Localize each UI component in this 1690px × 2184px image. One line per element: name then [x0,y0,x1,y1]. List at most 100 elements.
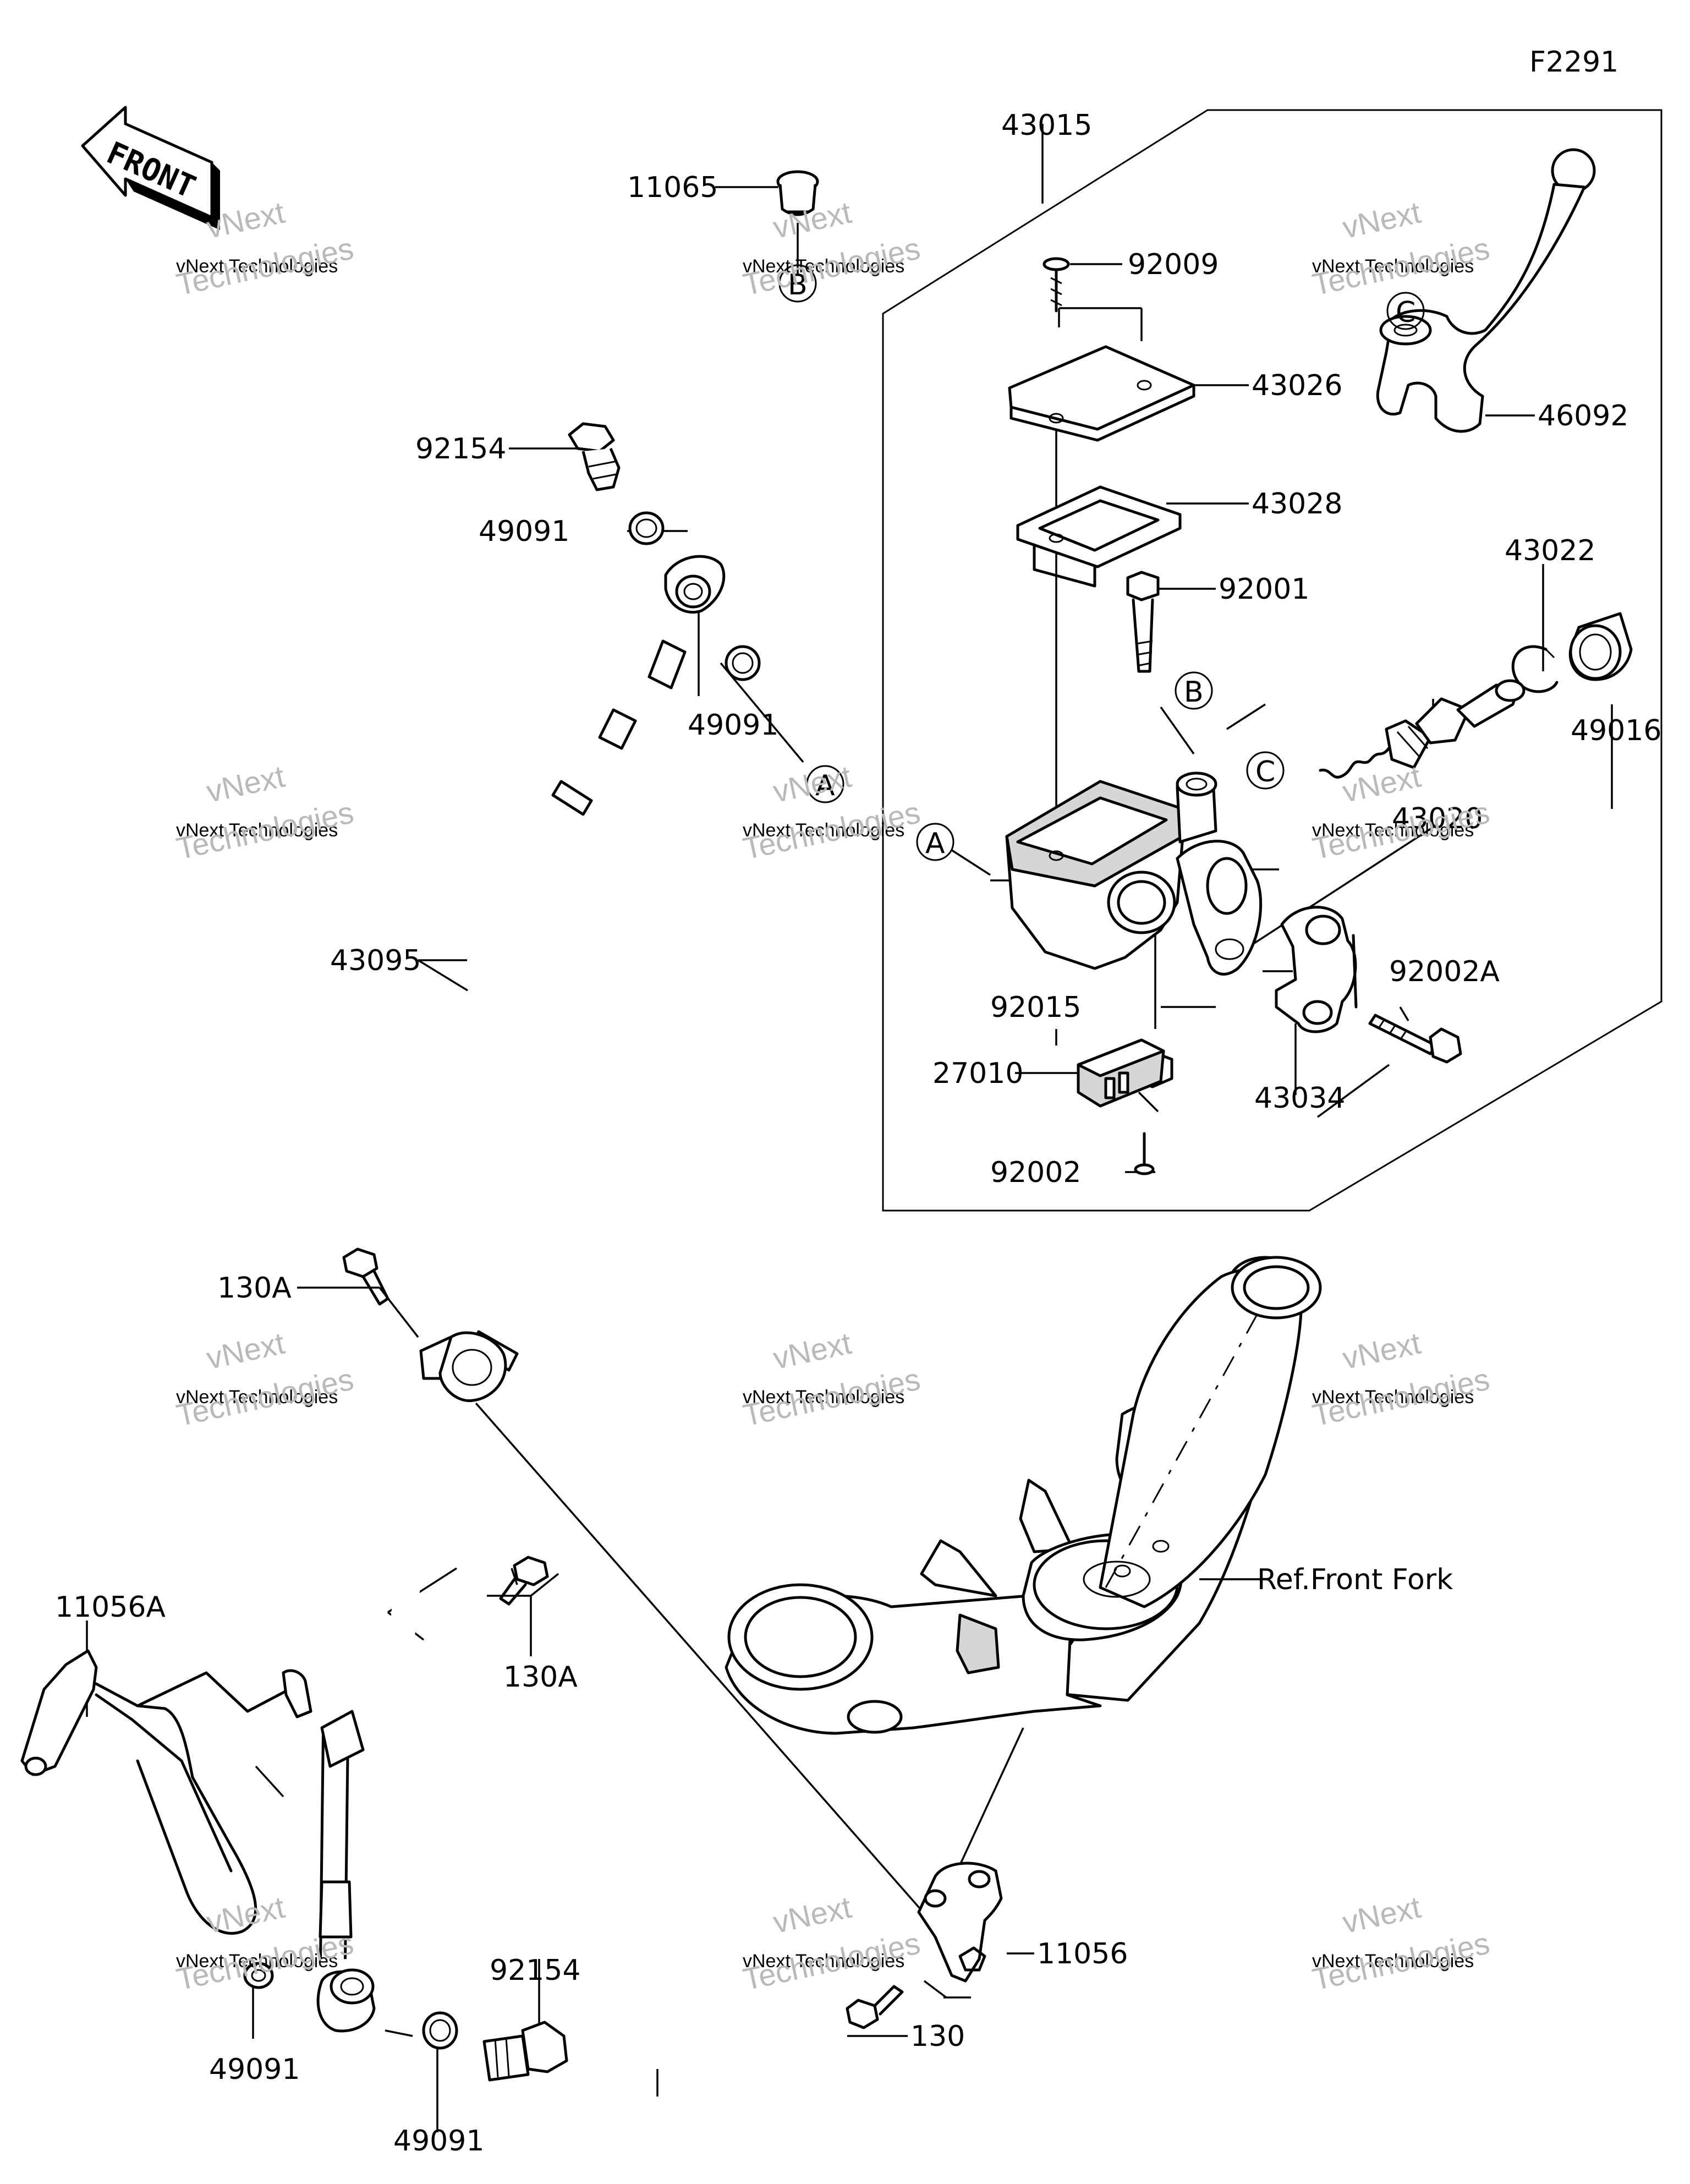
part-washer-49091-bl [243,1962,274,1989]
svg-text:vNext: vNext [204,1326,288,1376]
ref-marker-c-lever: C [1386,292,1425,330]
watermark: vNext vNext Technologies Technologies [740,1890,923,1997]
label-43015: 43015 [1001,109,1092,142]
part-bolt-92154-bot [482,2021,568,2082]
part-bolt-92002A [1368,1014,1462,1064]
watermark: vNext vNext Technologies Technologies [740,195,923,302]
part-holder-43034 [1275,906,1358,1033]
ref-marker-b-top-label: B [788,269,808,302]
svg-text:vNext: vNext [204,759,288,809]
part-bracket-clamp [419,1331,507,1402]
svg-text:vNext: vNext [770,1326,855,1376]
watermark: vNext vNext Technologies Technologies [173,1326,356,1433]
ref-marker-c-body: C [1246,751,1285,790]
svg-text:vNext Technologies: vNext Technologies [176,1387,338,1408]
label-92001: 92001 [1219,573,1309,606]
svg-text:vNext: vNext [770,759,855,809]
part-piston-43020 [1319,679,1526,779]
part-switch-27010 [1077,1038,1165,1108]
ref-marker-b-body: B [1175,671,1213,710]
svg-text:vNext Technologies: vNext Technologies [743,256,904,277]
watermark: vNext vNext Technologies Technologies [740,1326,923,1433]
svg-text:vNext Technologies: vNext Technologies [743,1951,904,1972]
part-banjo-fitting-bot [316,1968,376,2033]
label-49091-top: 49091 [479,515,569,548]
label-92009: 92009 [1128,248,1219,281]
svg-text:vNext: vNext [1340,1326,1424,1376]
label-43095: 43095 [330,944,421,977]
ref-marker-a-body: A [916,823,954,861]
label-130A-top: 130A [217,1272,292,1305]
part-bracket-11056 [917,1862,1003,1983]
part-hose-43095 [317,620,687,1747]
label-11056: 11056 [1037,1937,1128,1970]
svg-text:vNext Technologies: vNext Technologies [743,1387,904,1408]
label-130A-bot: 130A [503,1661,578,1694]
svg-text:vNext: vNext [204,1890,288,1940]
ref-marker-a-hose-label: A [815,769,835,802]
svg-text:vNext Technologies: vNext Technologies [1312,256,1474,277]
label-92002A: 92002A [1389,955,1500,988]
ref-marker-c-lever-label: C [1396,296,1415,329]
part-bolt-130A-top [342,1247,389,1306]
leader-lines [86,124,1613,2132]
ref-marker-b-body-label: B [1184,676,1204,709]
svg-text:vNext: vNext [1340,195,1424,245]
part-washer-49091-mid [725,645,761,681]
label-43022: 43022 [1505,534,1595,567]
part-boot-49016 [1568,612,1633,681]
label-49091-bl: 49091 [209,2053,300,2086]
label-43034: 43034 [1254,1082,1345,1115]
part-screw-92009 [1042,257,1070,313]
diagram-code: F2291 [1529,46,1618,79]
assembly-boundary-43015 [882,109,1662,1212]
part-lever-46092 [1376,148,1596,433]
label-92015: 92015 [990,991,1081,1024]
part-master-cylinder-body [1005,771,1263,976]
watermark: vNext vNext Technologies Technologies [173,759,356,866]
label-92154-bot: 92154 [490,1954,580,1987]
label-49016: 49016 [1571,714,1661,747]
label-27010: 27010 [932,1057,1023,1090]
part-cover-43026 [1008,345,1195,442]
svg-text:vNext Technologies: vNext Technologies [1312,1387,1474,1408]
label-49091-mid: 49091 [688,709,778,742]
watermark: vNext vNext Technologies Technologies [1309,195,1493,302]
part-hose-lower [319,1710,365,1959]
part-front-fork-reference [725,1256,1322,1735]
ref-marker-c-body-label: C [1255,756,1275,789]
part-banjo-fitting-top [664,555,726,614]
label-11065: 11065 [627,171,718,204]
part-bracket-11056A [20,1649,312,1935]
svg-text:vNext Technologies: vNext Technologies [743,820,904,841]
part-labels: 11065 43015 92009 43026 46092 43028 9215… [55,109,1661,2158]
watermark: vNext vNext Technologies Technologies [1309,1326,1493,1433]
svg-text:Technologies: Technologies [1309,231,1493,302]
ref-marker-a-body-label: A [925,827,945,860]
label-130: 130 [910,2020,965,2053]
watermark: vNext vNext Technologies Technologies [740,759,923,866]
svg-text:vNext: vNext [770,1890,855,1940]
label-11056A: 11056A [55,1591,166,1624]
watermark: vNext vNext Technologies Technologies [1309,1890,1493,1997]
svg-text:vNext Technologies: vNext Technologies [176,256,338,277]
svg-text:Technologies: Technologies [173,231,356,302]
ref-marker-a-hose: A [806,765,844,803]
svg-text:Technologies: Technologies [1309,1925,1493,1997]
svg-text:Technologies: Technologies [173,1361,356,1433]
svg-text:Technologies: Technologies [740,1361,923,1433]
svg-text:Technologies: Technologies [1309,1361,1493,1433]
svg-text:vNext Technologies: vNext Technologies [1312,1951,1474,1972]
part-cap-11065 [776,170,819,216]
label-43020: 43020 [1392,802,1483,835]
ref-marker-b-top: B [778,264,817,303]
part-diaphragm-43028 [1016,485,1182,588]
svg-text:Technologies: Technologies [173,795,356,866]
label-ref-front-fork: Ref.Front Fork [1257,1563,1453,1596]
label-46092: 46092 [1538,399,1628,433]
part-bolt-92001 [1126,571,1160,673]
svg-text:vNext Technologies: vNext Technologies [1312,820,1474,841]
part-screw-130 [846,1985,904,2029]
label-92154-top: 92154 [415,433,506,466]
